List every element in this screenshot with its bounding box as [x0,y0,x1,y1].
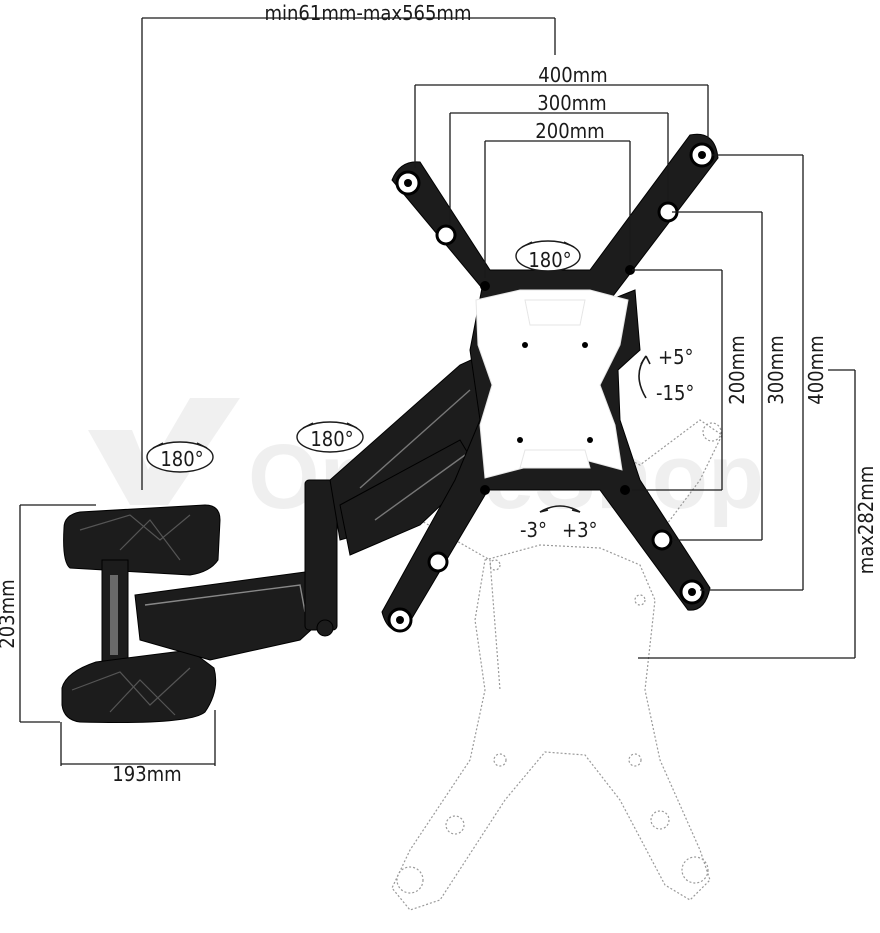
swivel-right-label: +3° [562,518,598,542]
vesa-plate [381,133,719,633]
vesa-holes [387,142,715,633]
tilt-indicator: +5° -15° [638,345,694,405]
vesa-vertical-dimensions: 200mm 300mm 400mm max282mm [632,154,878,659]
vesa-300-label: 300mm [537,91,606,115]
wall-height-label: 203mm [0,579,19,648]
swivel-indicator: -3° +3° [520,505,598,542]
wall-plate [61,504,221,724]
vesa-200-label: 200mm [535,119,604,143]
tilt-up-label: +5° [658,345,694,369]
vesa-horizontal-dimensions: 400mm 300mm 200mm [414,63,709,278]
max-height-label: max282mm [854,466,878,575]
arm-rotation-label: 180° [310,427,353,451]
swivel-left-label: -3° [520,518,547,542]
tilt-down-label: -15° [656,381,694,405]
reach-label: min61mm-max565mm [265,1,472,25]
rotation-indicator-wall: 180° [146,441,214,473]
vesa-400-label: 400mm [538,63,607,87]
vertical-300-label: 300mm [764,335,788,404]
rotation-indicator-arm: 180° [296,421,364,453]
rotation-indicator-plate: 180° [515,240,581,272]
reach-dimension: min61mm-max565mm [141,1,556,490]
vertical-200-label: 200mm [725,335,749,404]
wall-width-label: 193mm [112,762,181,786]
vertical-400-label: 400mm [804,335,828,404]
wall-rotation-label: 180° [160,447,203,471]
wall-plate-dimensions: 203mm 193mm [0,504,216,786]
plate-rotation-label: 180° [528,248,571,272]
